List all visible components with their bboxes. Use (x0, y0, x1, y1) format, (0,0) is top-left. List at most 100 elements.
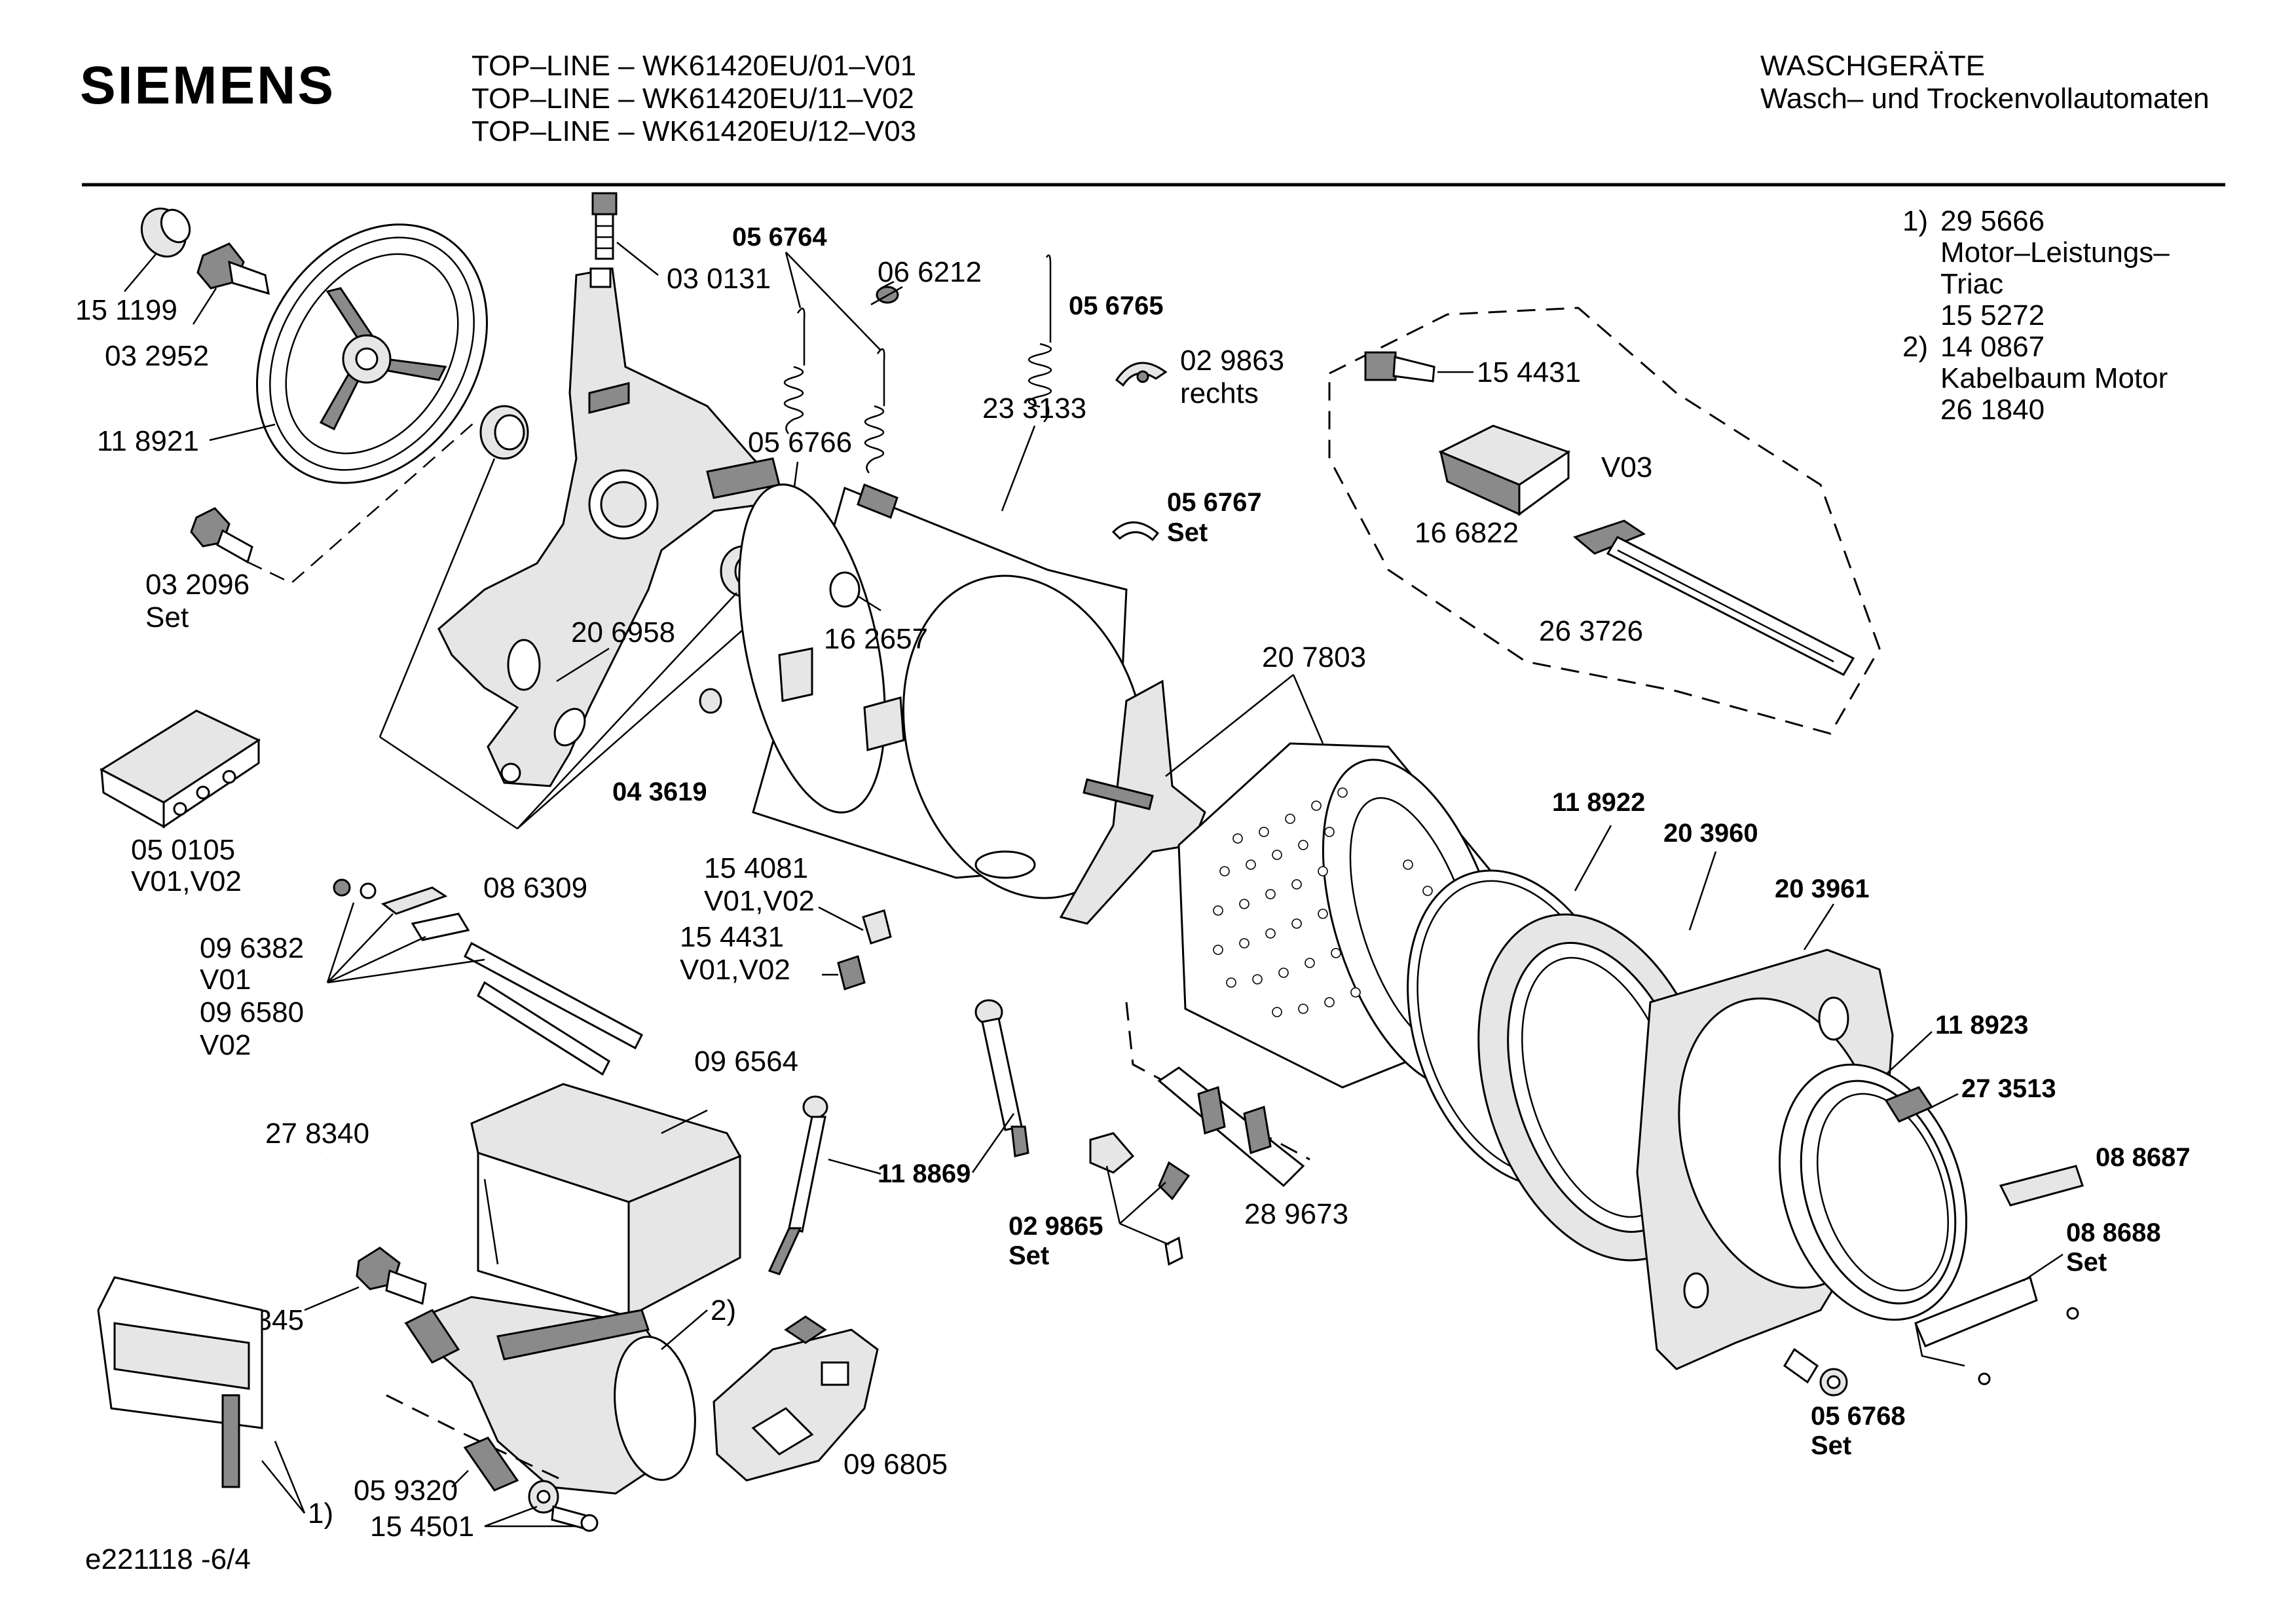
door-seal-118923-part (1779, 1031, 1967, 1321)
drum-holes (1213, 787, 1439, 1017)
note-2-line-2: Kabelbaum Motor (1940, 362, 2168, 394)
label-032096-set: Set (145, 601, 189, 633)
note-2-line-3: 26 1840 (1940, 394, 2045, 426)
model-line-3: TOP–LINE – WK61420EU/12–V03 (472, 115, 916, 147)
label-096805: 09 6805 (843, 1448, 948, 1480)
bearing-left-part (479, 405, 529, 460)
label-096382: 09 6382 (200, 932, 304, 964)
label-032952: 03 2952 (105, 340, 209, 372)
belt-278340-part (221, 1119, 323, 1256)
label-029863: 02 9863 (1180, 345, 1284, 377)
label-059320: 05 9320 (354, 1475, 458, 1507)
label-118923: 11 8923 (1935, 1011, 2028, 1040)
leader-066212 (880, 280, 895, 290)
handle-088687-part (1999, 1165, 2084, 1207)
note-1-line-1: 29 5666 (1940, 205, 2045, 237)
bearing-bolt-part (190, 419, 479, 584)
sensors-154081-part (818, 906, 892, 990)
category-subtitle: Wasch– und Trockenvollautomaten (1760, 83, 2210, 115)
label-088687: 08 8687 (2096, 1143, 2191, 1172)
tub-233133-part (738, 425, 1148, 899)
label-029863-rechts: rechts (1180, 377, 1259, 409)
note-1-line-3: Triac (1940, 268, 2003, 300)
label-278340: 27 8340 (265, 1118, 369, 1150)
washer-bolt-154501-part (484, 1480, 599, 1532)
model-line-1: TOP–LINE – WK61420EU/01–V01 (472, 50, 916, 82)
label-118869: 11 8869 (878, 1159, 971, 1188)
label-289673: 28 9673 (1244, 1198, 1348, 1230)
hinge-273513-part (1884, 1086, 1959, 1123)
control-board-050105-part (99, 709, 261, 829)
spring-056764-part (783, 252, 885, 474)
damper-059320-part (451, 1437, 519, 1492)
spring-056765-part (1028, 254, 1052, 423)
label-066212: 06 6212 (878, 256, 982, 288)
drawing-id: e221118 -6/4 (85, 1543, 251, 1575)
label-050105-variant: V01,V02 (131, 865, 242, 897)
label-088688: 08 8688 (2066, 1218, 2161, 1247)
note-1-line-4: 15 5272 (1940, 299, 2045, 331)
v03-group-outline (1328, 307, 1881, 735)
motor-part (404, 1296, 708, 1495)
label-v03: V03 (1601, 451, 1652, 483)
label-056768-set: Set (1811, 1431, 1851, 1460)
label-056767-set: Set (1167, 518, 1208, 547)
label-056765: 05 6765 (1069, 291, 1164, 320)
motor-bolt-059345-part (304, 1247, 427, 1311)
label-118922: 11 8922 (1552, 788, 1645, 817)
screw-030131-part (591, 192, 659, 276)
label-032096: 03 2096 (145, 569, 250, 601)
bearing-cross-part (437, 267, 781, 787)
pump-096805-part (713, 1315, 879, 1482)
motor-mount-dash (386, 1394, 564, 1482)
module-166822-part (1438, 424, 1571, 516)
label-088688-set: Set (2066, 1248, 2107, 1277)
category-title: WASCHGERÄTE (1760, 50, 1985, 82)
thermostat-029865-part (1089, 1132, 1191, 1266)
label-056767: 05 6767 (1167, 488, 1262, 517)
heater-sleeve-289673-part (1125, 1002, 1310, 1188)
label-086309: 08 6309 (483, 872, 587, 904)
label-118921: 11 8921 (97, 425, 199, 457)
label-154081-variant: V01,V02 (704, 885, 815, 917)
label-263726: 26 3726 (1539, 615, 1643, 647)
clamp-029863-part (1115, 362, 1168, 387)
label-233133: 23 3133 (982, 392, 1086, 424)
label-1-marker: 1) (308, 1497, 333, 1530)
label-096382-v01: V01 (200, 964, 251, 996)
label-154431-v03: 15 4431 (1477, 356, 1581, 388)
note-2-marker: 2) (1902, 331, 1928, 363)
label-096564: 09 6564 (694, 1045, 798, 1078)
label-056764: 05 6764 (732, 223, 827, 252)
nut-043619-part (699, 688, 722, 714)
label-096580-v02: V02 (200, 1029, 251, 1061)
note-1-marker: 1) (1902, 205, 1928, 237)
heater-kit-096382-part (326, 878, 643, 1076)
bracket-088688-part (1914, 1253, 2079, 1385)
label-203961: 20 3961 (1775, 874, 1870, 903)
label-096580: 09 6580 (200, 996, 304, 1028)
bushing-part (124, 207, 191, 292)
header: SIEMENS TOP–LINE – WK61420EU/01–V01 TOP–… (80, 50, 2225, 187)
sensor-154431-v03-part (1364, 351, 1473, 383)
label-154431-v01v02: 15 4431 (680, 921, 784, 953)
drum-shaft-part (1059, 679, 1206, 925)
notes-block: 1) 29 5666 Motor–Leistungs– Triac 15 527… (1902, 205, 2170, 426)
label-050105: 05 0105 (131, 834, 235, 866)
cover-096564-part (470, 1083, 742, 1319)
brand-logo: SIEMENS (80, 56, 335, 115)
label-154431-variant: V01,V02 (680, 954, 790, 986)
label-056768: 05 6768 (1811, 1402, 1906, 1431)
shock-absorber-118869-part (768, 999, 1029, 1275)
note-2-line-1: 14 0867 (1940, 331, 2045, 363)
label-166822: 16 6822 (1415, 517, 1519, 549)
label-030131: 03 0131 (667, 263, 771, 295)
triac-board-part (97, 1276, 306, 1514)
label-029865-set: Set (1009, 1241, 1049, 1270)
leader-206958 (556, 647, 610, 683)
label-2-marker: 2) (711, 1294, 736, 1326)
label-206958: 20 6958 (571, 616, 675, 648)
label-029865: 02 9865 (1009, 1212, 1103, 1241)
